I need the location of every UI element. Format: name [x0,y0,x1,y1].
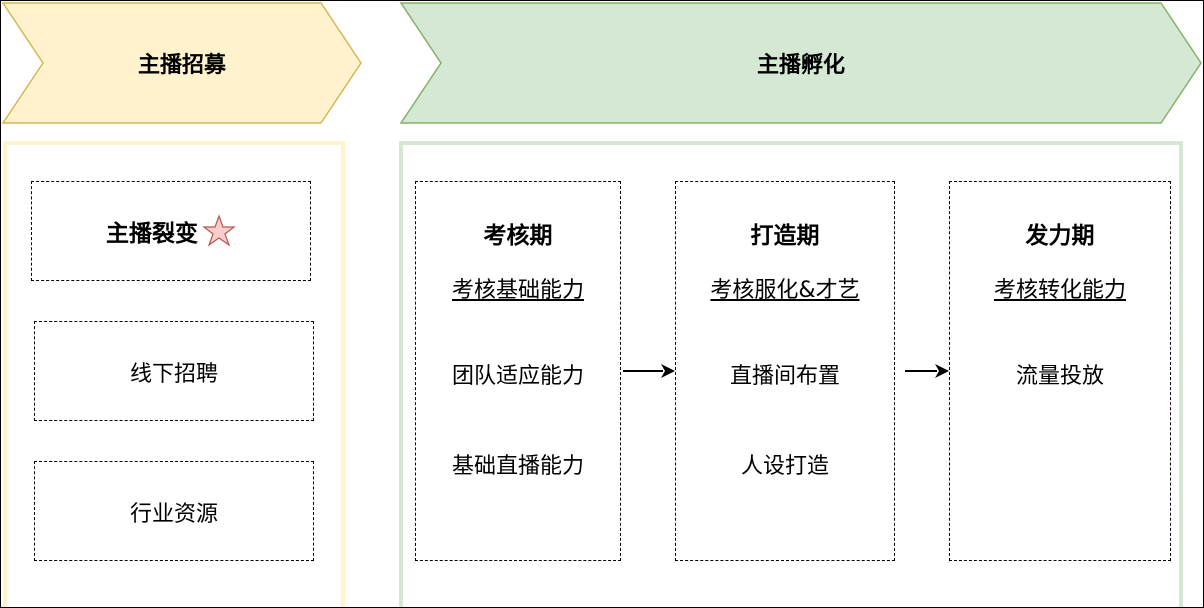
arrow-right-icon [905,364,949,378]
incubate-panel [399,141,1183,607]
incubate-title: 主播孵化 [756,53,845,78]
recruit-item-fission: 主播裂变 [31,181,311,281]
recruit-item-label: 行业资源 [129,502,218,527]
recruit-item-industry: 行业资源 [34,461,314,561]
phase-launch: 发力期 考核转化能力 流量投放 [949,181,1171,561]
recruit-item-label: 主播裂变 [106,221,198,247]
recruit-item-offline: 线下招聘 [34,321,314,421]
recruit-panel [3,141,345,607]
recruit-title: 主播招募 [137,53,226,78]
phase-subtitle: 考核基础能力 [451,278,584,303]
phase-title: 发力期 [1025,223,1095,249]
arrow-right-icon [623,364,675,378]
recruit-item-label: 线下招聘 [129,362,218,387]
phase-subtitle: 考核服化&才艺 [710,278,860,303]
phase-item: 基础直播能力 [451,454,584,479]
phase-title: 考核期 [483,223,553,249]
phase-subtitle: 考核转化能力 [993,278,1126,303]
star-icon [202,214,236,247]
phase-assess: 考核期 考核基础能力 团队适应能力 基础直播能力 [415,181,621,561]
phase-build: 打造期 考核服化&才艺 直播间布置 人设打造 [675,181,895,561]
phase-item: 直播间布置 [729,364,840,389]
phase-item: 团队适应能力 [451,364,584,389]
incubate-chevron [399,2,1202,124]
recruit-chevron [1,2,362,124]
phase-item: 人设打造 [740,454,829,479]
phase-item: 流量投放 [1015,364,1104,389]
phase-title: 打造期 [750,223,820,249]
